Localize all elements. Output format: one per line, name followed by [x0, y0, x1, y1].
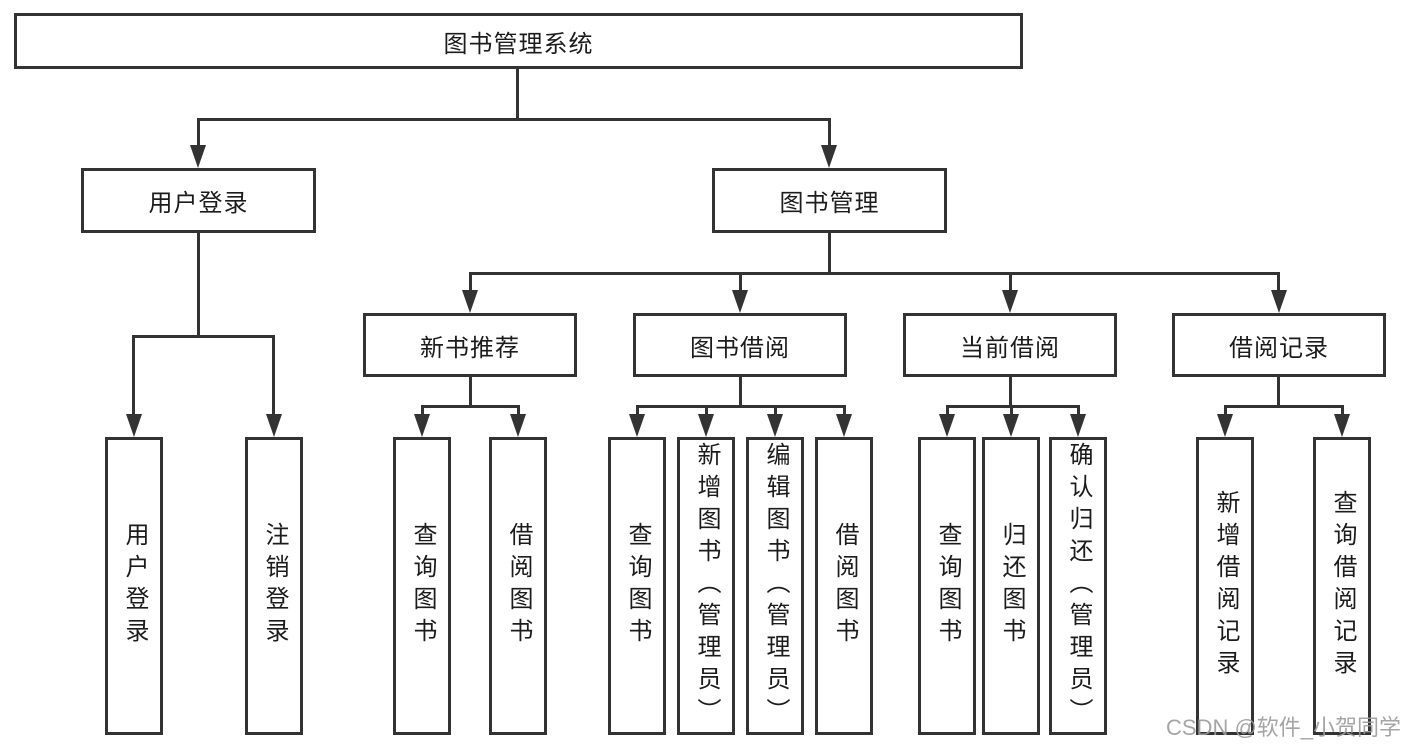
node-leaf-query-books-current: 查询图书 [918, 437, 976, 735]
connector [1077, 405, 1080, 416]
arrow-down-icon [1070, 414, 1086, 437]
connector-to-current-borrow [1009, 272, 1012, 292]
arrow-down-icon [266, 414, 282, 437]
connector [1224, 405, 1227, 416]
arrow-down-icon [1003, 414, 1019, 437]
watermark: CSDN @软件_小贺同学 [1166, 715, 1402, 740]
node-leaf-query-borrow-record: 查询借阅记录 [1313, 437, 1371, 735]
connector-stem [1009, 377, 1012, 408]
node-borrowing-records: 借阅记录 [1172, 313, 1386, 377]
arrow-down-icon [821, 145, 837, 168]
connector [843, 405, 846, 416]
arrow-down-icon [126, 414, 142, 437]
connector-bar [1224, 405, 1344, 408]
node-leaf-confirm-return-admin: 确认归还（管理员） [1049, 437, 1107, 735]
connector [421, 405, 424, 416]
connector-book-mgmt-stem [828, 233, 831, 275]
connector [636, 405, 639, 416]
arrow-down-icon [414, 414, 430, 437]
arrow-down-icon [767, 414, 783, 437]
connector-level1-bar [197, 118, 831, 121]
connector-bar [946, 405, 1080, 408]
connector-to-user-login [197, 118, 200, 151]
connector [946, 405, 949, 416]
arrow-down-icon [510, 414, 526, 437]
node-leaf-borrow-books: 借阅图书 [815, 437, 873, 735]
connector-bar [421, 405, 520, 408]
node-library-system: 图书管理系统 [14, 13, 1023, 69]
arrow-down-icon [462, 290, 478, 313]
node-user-login: 用户登录 [81, 168, 316, 233]
node-book-management: 图书管理 [712, 168, 947, 233]
node-leaf-edit-books-admin: 编辑图书（管理员） [746, 437, 804, 735]
connector-user-login-stem [197, 233, 200, 338]
connector-to-book-borrow [739, 272, 742, 292]
connector-stem [739, 377, 742, 408]
arrow-down-icon [190, 145, 206, 168]
connector-to-leaf-user-login [132, 335, 135, 416]
node-leaf-user-login: 用户登录 [105, 437, 163, 735]
node-leaf-add-books-admin: 新增图书（管理员） [677, 437, 735, 735]
arrow-down-icon [629, 414, 645, 437]
connector-root-stem [516, 69, 519, 119]
node-leaf-logout: 注销登录 [245, 437, 303, 735]
arrow-down-icon [698, 414, 714, 437]
connector-to-leaf-logout [272, 335, 275, 416]
node-book-borrowing: 图书借阅 [633, 313, 847, 377]
connector-stem [1277, 377, 1280, 408]
connector-stem [469, 377, 472, 408]
connector-user-login-bar [132, 335, 275, 338]
arrow-down-icon [836, 414, 852, 437]
node-leaf-query-books-recommend: 查询图书 [393, 437, 451, 735]
connector-level2-bar [469, 272, 1280, 275]
arrow-down-icon [732, 290, 748, 313]
arrow-down-icon [1334, 414, 1350, 437]
connector-to-borrow-records [1277, 272, 1280, 292]
connector [517, 405, 520, 416]
node-leaf-add-borrow-record: 新增借阅记录 [1196, 437, 1254, 735]
connector [1010, 405, 1013, 416]
arrow-down-icon [1271, 290, 1287, 313]
arrow-down-icon [1002, 290, 1018, 313]
node-current-borrowing: 当前借阅 [903, 313, 1117, 377]
connector-bar [636, 405, 846, 408]
arrow-down-icon [1217, 414, 1233, 437]
connector-to-new-book [469, 272, 472, 292]
connector-to-book-management [828, 118, 831, 151]
connector [1341, 405, 1344, 416]
connector [774, 405, 777, 416]
connector [705, 405, 708, 416]
node-leaf-return-books: 归还图书 [982, 437, 1040, 735]
arrow-down-icon [939, 414, 955, 437]
node-new-book-recommend: 新书推荐 [363, 313, 577, 377]
node-leaf-borrow-books-recommend: 借阅图书 [489, 437, 547, 735]
node-leaf-query-books-borrowing: 查询图书 [608, 437, 666, 735]
